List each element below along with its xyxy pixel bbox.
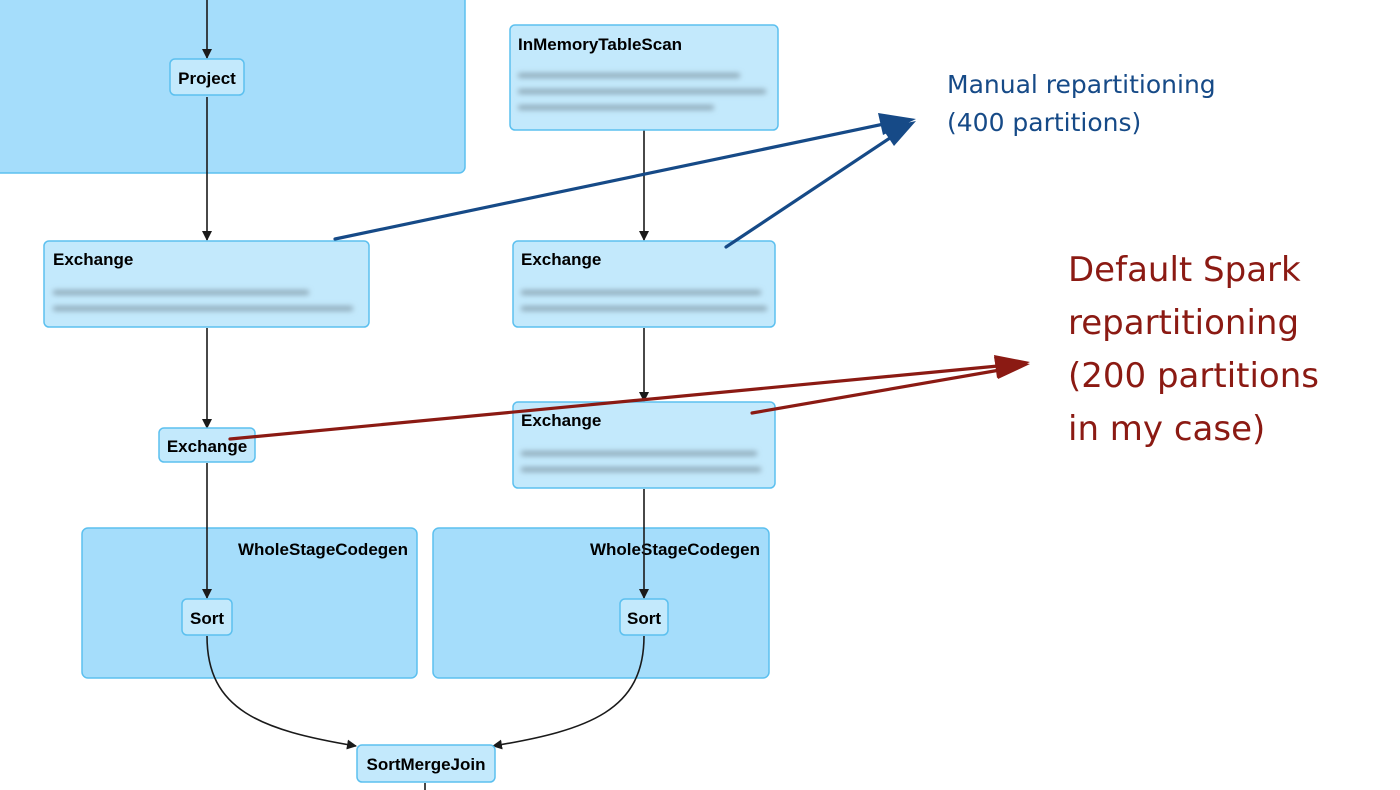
manual-annotation-arrows bbox=[333, 113, 916, 249]
node-sort-left[interactable]: Sort bbox=[181, 598, 233, 636]
note-line: Manual repartitioning bbox=[947, 70, 1216, 99]
node-label: Sort bbox=[190, 609, 224, 628]
note-line: repartitioning bbox=[1068, 303, 1300, 343]
node-label: Exchange bbox=[521, 250, 601, 269]
node-label: Sort bbox=[627, 609, 661, 628]
node-exchange-right-top[interactable]: Exchange bbox=[512, 240, 776, 328]
edge-sort-left-to-join bbox=[206, 635, 357, 750]
node-label: Exchange bbox=[53, 250, 133, 269]
blurred-details bbox=[521, 451, 761, 472]
node-label: Exchange bbox=[521, 411, 601, 430]
note-line: (400 partitions) bbox=[947, 108, 1142, 137]
cluster-label: WholeStageCodegen bbox=[238, 540, 408, 559]
blurred-details bbox=[53, 290, 353, 311]
blurred-details bbox=[521, 290, 767, 311]
default-repartitioning-note: Default Spark repartitioning (200 partit… bbox=[1068, 244, 1319, 456]
node-exchange-left-small[interactable]: Exchange bbox=[158, 427, 256, 463]
node-project[interactable]: Project bbox=[169, 58, 245, 96]
node-label: SortMergeJoin bbox=[366, 755, 485, 774]
cluster-label: WholeStageCodegen bbox=[590, 540, 760, 559]
blurred-details bbox=[518, 73, 766, 110]
cluster-wholestagecodegen-left: WholeStageCodegen bbox=[81, 527, 418, 679]
node-label: Exchange bbox=[167, 437, 247, 456]
node-exchange-right-bottom[interactable]: Exchange bbox=[512, 401, 776, 489]
node-inmemorytablescan[interactable]: InMemoryTableScan bbox=[509, 24, 779, 131]
node-sort-right[interactable]: Sort bbox=[619, 598, 669, 636]
edge-sort-right-to-join bbox=[492, 635, 645, 750]
cluster-wholestagecodegen-right: WholeStageCodegen bbox=[432, 527, 770, 679]
node-label: Project bbox=[178, 69, 236, 88]
note-line: Default Spark bbox=[1068, 250, 1301, 290]
default-annotation-arrows bbox=[228, 355, 1030, 441]
node-sortmergejoin[interactable]: SortMergeJoin bbox=[356, 744, 496, 783]
manual-repartitioning-note: Manual repartitioning (400 partitions) bbox=[947, 66, 1216, 142]
note-line: (200 partitions bbox=[1068, 356, 1319, 396]
node-exchange-left-top[interactable]: Exchange bbox=[43, 240, 370, 328]
node-label: InMemoryTableScan bbox=[518, 35, 682, 54]
plan-edges bbox=[202, 0, 649, 790]
note-line: in my case) bbox=[1068, 409, 1266, 449]
